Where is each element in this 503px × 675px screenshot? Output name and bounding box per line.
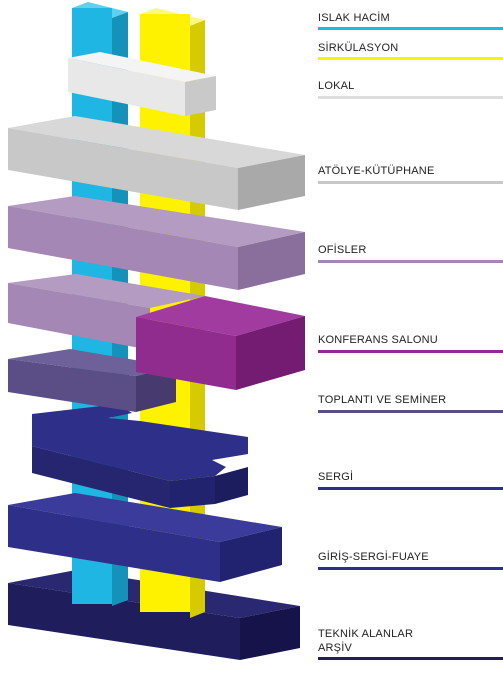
legend-label-toplanti: TOPLANTI VE SEMİNER xyxy=(318,394,447,406)
block-toplanti xyxy=(8,349,176,412)
legend-line-atolye-kutuphane xyxy=(318,181,503,184)
legend-line-sirkulasyon xyxy=(318,57,503,60)
legend-line-teknik-alanlar xyxy=(318,657,503,660)
legend-line-islak-hacim xyxy=(318,27,503,30)
block-konferans xyxy=(136,296,305,390)
block-lokal xyxy=(68,52,216,116)
legend-line-lokal xyxy=(318,96,503,99)
legend-line-sergi xyxy=(318,487,503,490)
legend-label-atolye-kutuphane: ATÖLYE-KÜTÜPHANE xyxy=(318,165,435,177)
legend-line-konferans-salonu xyxy=(318,350,503,353)
legend-label-sergi: SERGİ xyxy=(318,471,354,483)
legend-label-ofisler: OFİSLER xyxy=(318,244,367,256)
legend-label-arsiv: ARŞİV xyxy=(318,642,353,654)
legend-label-lokal: LOKAL xyxy=(318,80,355,92)
legend-line-ofisler xyxy=(318,260,503,263)
block-ofisler-lower xyxy=(8,274,205,350)
legend-label-giris-sergi-fuaye: GİRİŞ-SERGİ-FUAYE xyxy=(318,551,429,563)
legend-line-toplanti xyxy=(318,410,503,413)
legend-label-islak-hacim: ISLAK HACİM xyxy=(318,12,390,24)
legend-label-konferans-salonu: KONFERANS SALONU xyxy=(318,334,438,346)
legend-label-teknik-alanlar: TEKNİK ALANLAR xyxy=(318,628,414,640)
block-ofisler-upper xyxy=(8,196,305,290)
block-sergi xyxy=(32,404,248,508)
block-atolye-kutuphane xyxy=(8,116,305,210)
block-giris-sergi-fuaye xyxy=(8,493,282,582)
legend-label-sirkulasyon: SİRKÜLASYON xyxy=(318,42,399,54)
legend-line-giris-sergi-fuaye xyxy=(318,567,503,570)
